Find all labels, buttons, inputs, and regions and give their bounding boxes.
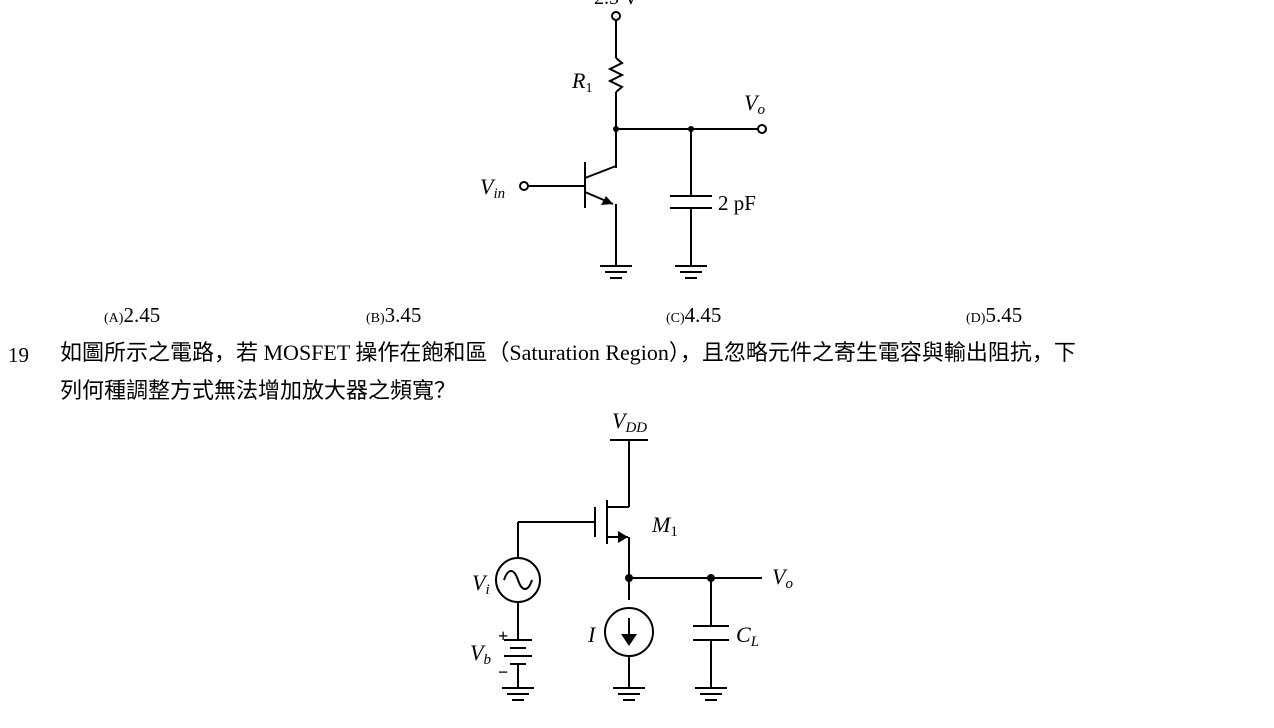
question-19-line2: 列何種調整方式無法增加放大器之頻寬？	[60, 378, 457, 403]
vi-label: Vi	[472, 570, 490, 598]
vo-terminal	[757, 124, 767, 134]
vb-label: Vb	[470, 640, 491, 668]
option-c-letter: (C)	[666, 311, 685, 326]
junction-dot-cap	[688, 126, 694, 132]
ground-symbol-current	[613, 687, 645, 701]
question-19-line1: 如圖所示之電路，若 MOSFET 操作在飽和區（Saturation Regio…	[60, 340, 1076, 365]
ground-symbol-cl	[695, 687, 727, 701]
battery-minus-sign: −	[498, 662, 508, 682]
vin-label: Vin	[480, 174, 505, 202]
option-c: (C)4.45	[666, 305, 721, 326]
r1-label: R1	[571, 68, 592, 96]
junction-dot-collector	[613, 126, 619, 132]
ground-symbol-vb	[502, 687, 534, 701]
m1-label: M1	[651, 512, 678, 540]
bjt-collector	[584, 165, 617, 179]
cl-label: CL	[736, 622, 759, 650]
ground-symbol-emitter	[600, 265, 632, 279]
option-b-letter: (B)	[366, 311, 385, 326]
vin-terminal	[519, 181, 529, 191]
supply-label: 2.5 V	[594, 0, 639, 9]
option-d-letter: (D)	[966, 311, 986, 326]
option-a: (A)2.45	[104, 305, 160, 326]
junction-dot-cl	[707, 574, 715, 582]
option-b: (B)3.45	[366, 305, 421, 326]
supply-terminal	[611, 11, 621, 21]
option-d-value: 5.45	[985, 303, 1023, 327]
vo-label: Vo	[744, 90, 765, 118]
option-a-value: 2.45	[123, 303, 161, 327]
bottom-circuit-figure: VDD M1 Vi Vb + − I CL Vo	[0, 410, 1274, 728]
option-a-letter: (A)	[104, 311, 124, 326]
bjt-emitter-arrow	[601, 196, 613, 205]
question-19-number: 19	[8, 343, 29, 367]
cap-value-label: 2 pF	[718, 191, 756, 215]
option-d: (D)5.45	[966, 305, 1022, 326]
current-label: I	[587, 622, 597, 647]
mosfet-source-arrow	[618, 531, 628, 543]
battery-plus-sign: +	[498, 626, 508, 646]
junction-dot-source	[625, 574, 633, 582]
option-c-value: 4.45	[684, 303, 722, 327]
top-circuit-svg: 2.5 V R1 Vo Vin 2 pF	[480, 0, 767, 279]
sine-wave-icon	[503, 570, 533, 590]
resistor-r1	[607, 57, 625, 93]
option-b-value: 3.45	[384, 303, 422, 327]
ground-symbol-cap	[675, 265, 707, 279]
top-circuit-figure: 2.5 V R1 Vo Vin 2 pF	[0, 0, 1274, 300]
vo-label: Vo	[772, 564, 793, 592]
bottom-circuit-svg: VDD M1 Vi Vb + − I CL Vo	[470, 410, 793, 701]
vdd-label: VDD	[612, 410, 647, 436]
current-arrow-head	[621, 634, 637, 646]
